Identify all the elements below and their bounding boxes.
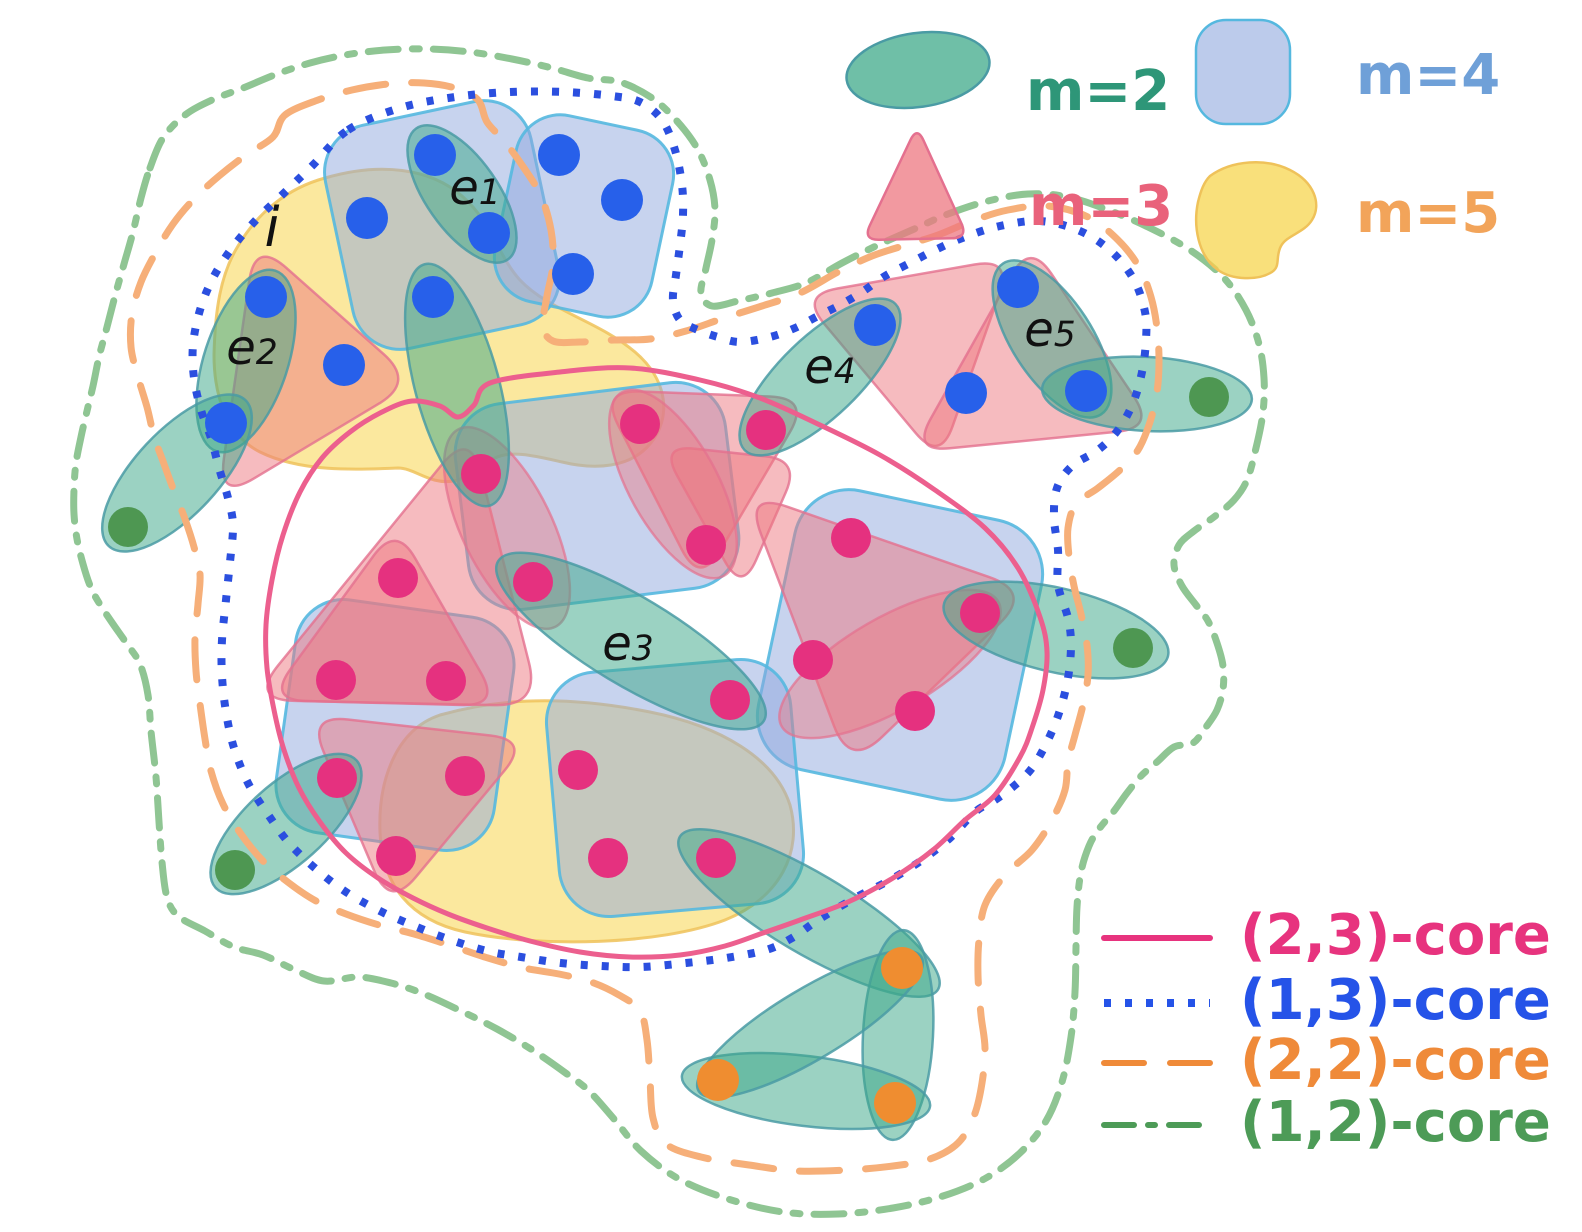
node-pink [588, 838, 628, 878]
node-blue [601, 179, 643, 221]
node-blue [1065, 370, 1107, 412]
legend-swatch-m4 [1194, 18, 1292, 126]
node-green [1189, 377, 1229, 417]
node-pink [960, 593, 1000, 633]
node-orange [881, 947, 923, 989]
node-blue [414, 134, 456, 176]
node-blue [538, 134, 580, 176]
edge-label-i: i [264, 196, 280, 259]
legend-swatch-m2 [845, 30, 991, 110]
contour-core13 [188, 87, 1151, 972]
node-blue [323, 344, 365, 386]
edge-label-e3: e3 [602, 616, 654, 672]
node-orange [697, 1059, 739, 1101]
contour-core23 [263, 365, 1050, 960]
node-orange [874, 1082, 916, 1124]
node-pink [686, 525, 726, 565]
hyperedges-layer [100, 99, 1254, 1142]
node-green [215, 850, 255, 890]
node-blue [346, 197, 388, 239]
legend-label-core-1-2: (1,2)-core [1240, 1090, 1551, 1155]
hyperedge-m2-orange-diag [695, 949, 925, 1099]
hyperedge-m2-e3 [494, 551, 768, 731]
node-pink [376, 836, 416, 876]
legend-label-m5: m=5 [1356, 181, 1501, 246]
node-blue [945, 372, 987, 414]
node-pink [378, 558, 418, 598]
node-pink [317, 758, 357, 798]
core-contours-layer [70, 45, 1268, 1218]
node-pink [746, 410, 786, 450]
nodes-layer [108, 134, 1229, 1124]
edge-label-e1: e1 [449, 160, 501, 216]
node-green [108, 507, 148, 547]
legend-swatch-m3 [866, 132, 965, 241]
edge-label-e4: e4 [804, 339, 856, 395]
node-pink [710, 680, 750, 720]
legend-label-core-1-3: (1,3)-core [1240, 968, 1551, 1033]
node-pink [316, 660, 356, 700]
node-pink [620, 404, 660, 444]
contour-core12 [70, 45, 1268, 1218]
node-pink [895, 691, 935, 731]
hyperedge-m3 [670, 447, 792, 578]
node-pink [558, 750, 598, 790]
node-blue [997, 266, 1039, 308]
hyperedge-m2-center-link [403, 262, 511, 508]
node-blue [205, 402, 247, 444]
legend-label-core-2-2: (2,2)-core [1240, 1028, 1551, 1093]
node-pink [513, 562, 553, 602]
node-pink [793, 640, 833, 680]
legend-label-core-2-3: (2,3)-core [1240, 903, 1551, 968]
node-green [1113, 628, 1153, 668]
legend-label-m4: m=4 [1356, 43, 1501, 108]
legend-shapes-layer [845, 18, 1318, 1128]
node-pink [426, 661, 466, 701]
node-blue [468, 212, 510, 254]
node-pink [831, 518, 871, 558]
node-pink [461, 454, 501, 494]
edge-label-e2: e2 [226, 320, 278, 376]
legend-label-m3: m=3 [1029, 174, 1174, 239]
legend-swatch-m5 [1194, 161, 1318, 280]
node-blue [245, 276, 287, 318]
node-pink [696, 838, 736, 878]
node-blue [552, 253, 594, 295]
node-blue [412, 276, 454, 318]
node-pink [445, 756, 485, 796]
node-blue [854, 304, 896, 346]
legend-label-m2: m=2 [1026, 59, 1171, 124]
edge-label-e5: e5 [1024, 302, 1076, 358]
